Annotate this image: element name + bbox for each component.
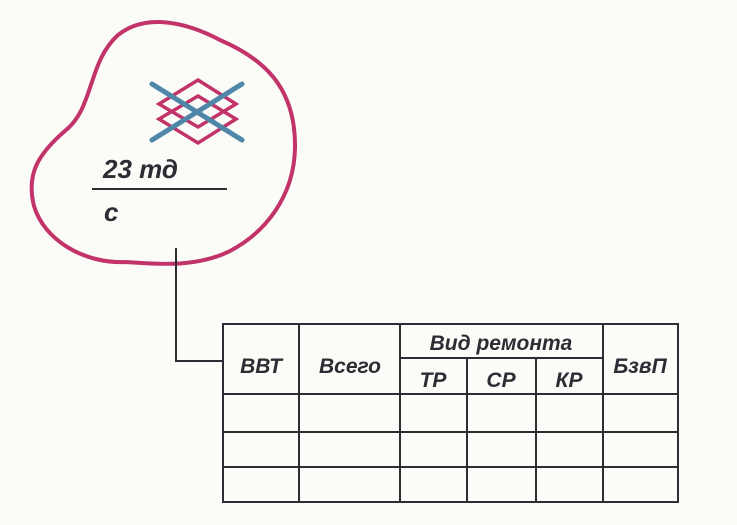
col-sr-header: СР [486, 369, 516, 392]
col-kr-header: КР [556, 369, 584, 392]
connector-line [175, 248, 223, 362]
unit-outline [29, 20, 298, 266]
col-vvt-header: ВВТ [240, 355, 284, 378]
repair-table [222, 323, 679, 503]
col-bzvp-header: БзвП [613, 355, 667, 378]
fraction-denominator: с [104, 197, 119, 227]
col-tr-header: ТР [420, 369, 448, 392]
repair-type-header: Вид ремонта [430, 332, 573, 355]
fraction-numerator: 23 тд [102, 154, 178, 184]
col-total-header: Всего [319, 355, 381, 378]
crossed-diamond-icon [149, 77, 245, 146]
